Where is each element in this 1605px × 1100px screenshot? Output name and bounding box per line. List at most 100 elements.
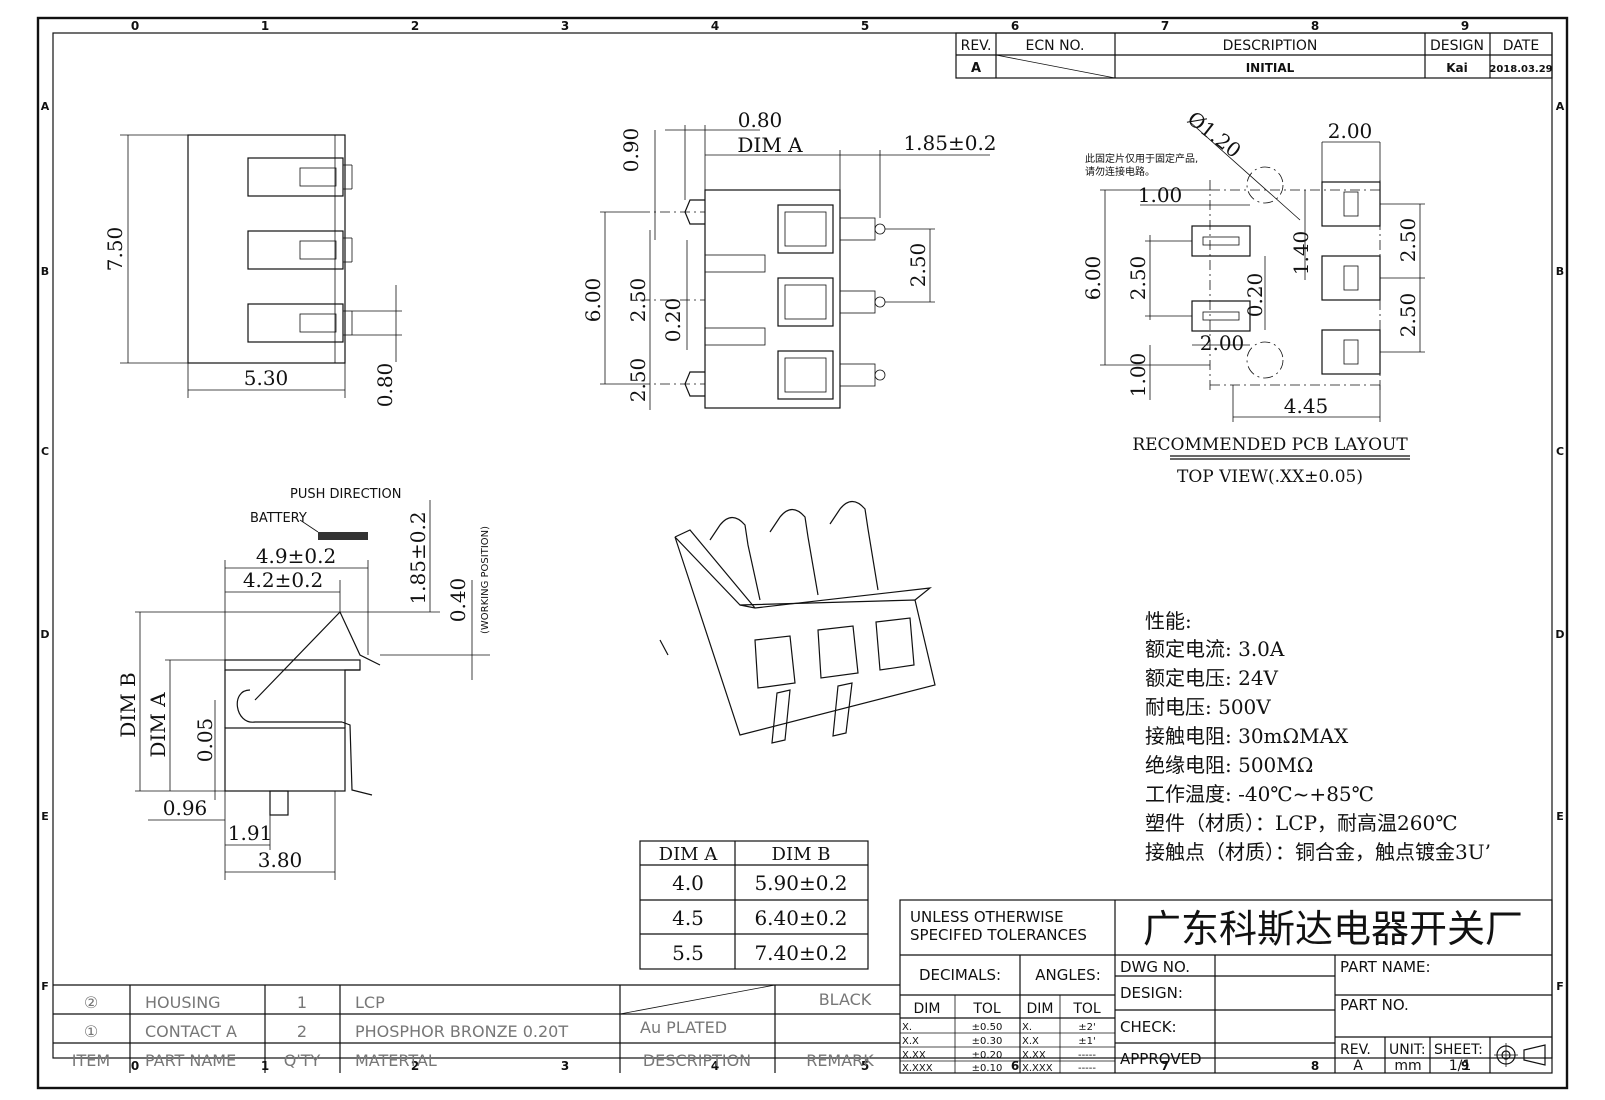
tolerance-line2: SPECIFED TOLERANCES (910, 926, 1087, 944)
bom-material: LCP (355, 993, 385, 1012)
bom-description: Au PLATED (640, 1018, 727, 1037)
dim-table-header-b: DIM B (772, 844, 831, 865)
grid-col-label: 1 (261, 19, 269, 33)
bom-header-item: ITEM (72, 1051, 110, 1070)
design-header: DESIGN (1430, 38, 1484, 54)
dim-600-pcb: 6.00 (1081, 256, 1105, 301)
pcb-pad (1191, 300, 1251, 332)
dim-a-label: DIM A (737, 133, 803, 157)
grid-row-label: E (41, 810, 49, 823)
projection-symbol-icon (1494, 1043, 1546, 1067)
bom-qty: 1 (297, 993, 307, 1012)
tol-dim-cell: X.XX (902, 1050, 926, 1061)
rev-label: REV. (1340, 1042, 1371, 1058)
drawing-border (36, 16, 1569, 1090)
grid-col-label: 9 (1461, 1059, 1469, 1073)
spec-line: 耐电压: 500V (1145, 695, 1271, 719)
dim-020-pcb: 0.20 (1243, 273, 1267, 318)
bom-material: PHOSPHOR BRONZE 0.20T (355, 1022, 568, 1041)
spec-line: 接触电阻: 30mΩMAX (1145, 724, 1349, 748)
bom-remark: BLACK (819, 990, 872, 1009)
rev-value: A (971, 61, 981, 76)
side-view: 7.50 5.30 0.80 (103, 134, 402, 408)
tol-header-dec: TOL (972, 1001, 1001, 1017)
grid-col-label: 5 (861, 19, 869, 33)
bom-table: ② HOUSING 1 LCP BLACK ① CONTACT A 2 PHOS… (53, 984, 900, 1073)
spec-line: 绝缘电阻: 500MΩ (1145, 753, 1313, 777)
check-label: CHECK: (1120, 1018, 1177, 1036)
dim-table-cell: 5.90±0.2 (754, 871, 847, 895)
tol-header-ang: TOL (1072, 1001, 1101, 1017)
ecn-header: ECN NO. (1026, 38, 1085, 54)
dim-250-r2: 2.50 (1396, 293, 1420, 338)
tol-value-cell: ±0.50 (972, 1022, 1003, 1033)
dim-090: 0.90 (619, 128, 643, 173)
grid-row-label: C (1556, 445, 1564, 458)
tol-dim-cell: X.XX (1022, 1050, 1046, 1061)
dim-table-cell: 5.5 (672, 941, 704, 965)
dim-600: 6.00 (581, 278, 605, 323)
tol-dim-cell: X.XXX (1022, 1063, 1053, 1074)
dim-096: 0.96 (163, 796, 208, 820)
grid-col-label: 8 (1311, 1059, 1319, 1073)
dim-080: 0.80 (738, 108, 783, 132)
tol-dim-cell: X.XXX (902, 1063, 933, 1074)
dim-250-l: 2.50 (1126, 256, 1150, 301)
dim-005: 0.05 (193, 718, 217, 763)
grid-col-label: 2 (411, 19, 419, 33)
push-direction-label: PUSH DIRECTION (290, 487, 401, 502)
bom-header-part-name: PART NAME (145, 1051, 236, 1070)
dim-191: 1.91 (228, 821, 273, 845)
pcb-layout-subtitle: TOP VIEW(.XX±0.05) (1177, 467, 1363, 487)
section-view: PUSH DIRECTION BATTERY 4.9±0.2 4.2±0.2 1… (116, 487, 491, 880)
tol-dim-cell: X. (1022, 1022, 1032, 1033)
design-label: DESIGN: (1120, 984, 1183, 1002)
contact-slot (247, 303, 353, 343)
contact-slot (247, 157, 353, 197)
grid-col-label: 4 (711, 19, 719, 33)
title-block: UNLESS OTHERWISE SPECIFED TOLERANCES 广东科… (899, 899, 1553, 1074)
sheet-value: 1/1 (1449, 1058, 1472, 1074)
spec-line: 额定电压: 24V (1145, 666, 1279, 690)
pcb-pad (1321, 329, 1381, 375)
front-view: 0.80 DIM A 1.85±0.2 0.90 6.00 2.50 0.20 … (581, 108, 997, 410)
dim-header-ang: DIM (1027, 1001, 1054, 1017)
grid-col-label: 9 (1461, 19, 1469, 33)
dim-a-label-section: DIM A (146, 692, 170, 758)
rev-header: REV. (961, 38, 992, 54)
angles-label: ANGLES: (1035, 966, 1101, 984)
rev-value-tb: A (1353, 1058, 1363, 1074)
battery-label: BATTERY (250, 511, 307, 526)
grid-col-label: 3 (561, 1059, 569, 1073)
description-header: DESCRIPTION (1223, 38, 1318, 54)
revision-table: REV. ECN NO. DESCRIPTION DESIGN DATE A I… (955, 32, 1553, 79)
dim-140: 1.40 (1289, 231, 1313, 276)
bom-item: ① (84, 1022, 98, 1041)
dim-table-cell: 4.0 (672, 871, 704, 895)
grid-row-label: D (1555, 628, 1564, 641)
pcb-pad (1321, 255, 1381, 301)
tol-value-cell: ±0.30 (972, 1036, 1003, 1047)
grid-col-label: 6 (1011, 19, 1019, 33)
dim-pitch: 0.80 (373, 363, 397, 408)
grid-col-label: 8 (1311, 19, 1319, 33)
spec-line: 塑件（材质）：LCP，耐高温260℃ (1145, 811, 1458, 835)
grid-row-label: A (1556, 100, 1565, 113)
dim-b-label: DIM B (116, 672, 140, 737)
dim-185: 1.85±0.2 (903, 131, 996, 155)
dim-250-r1: 2.50 (1396, 218, 1420, 263)
grid-col-label: 0 (131, 1059, 139, 1073)
bom-header-qty: Q'TY (284, 1051, 321, 1070)
description-value: INITIAL (1246, 61, 1295, 75)
dim-250-right: 2.50 (906, 243, 930, 288)
dim-table-header-a: DIM A (659, 844, 719, 865)
unit-value: mm (1394, 1058, 1421, 1074)
grid-row-label: B (41, 265, 49, 278)
grid-col-label: 7 (1161, 1059, 1169, 1073)
grid-row-label: F (1556, 980, 1564, 993)
date-header: DATE (1503, 38, 1539, 54)
dim-table: DIM A DIM B 4.0 5.90±0.2 4.5 6.40±0.2 5.… (639, 840, 869, 970)
pcb-layout: 此固定片仅用于固定产品, 请勿连接电路。 Ø1.20 (1081, 106, 1425, 487)
